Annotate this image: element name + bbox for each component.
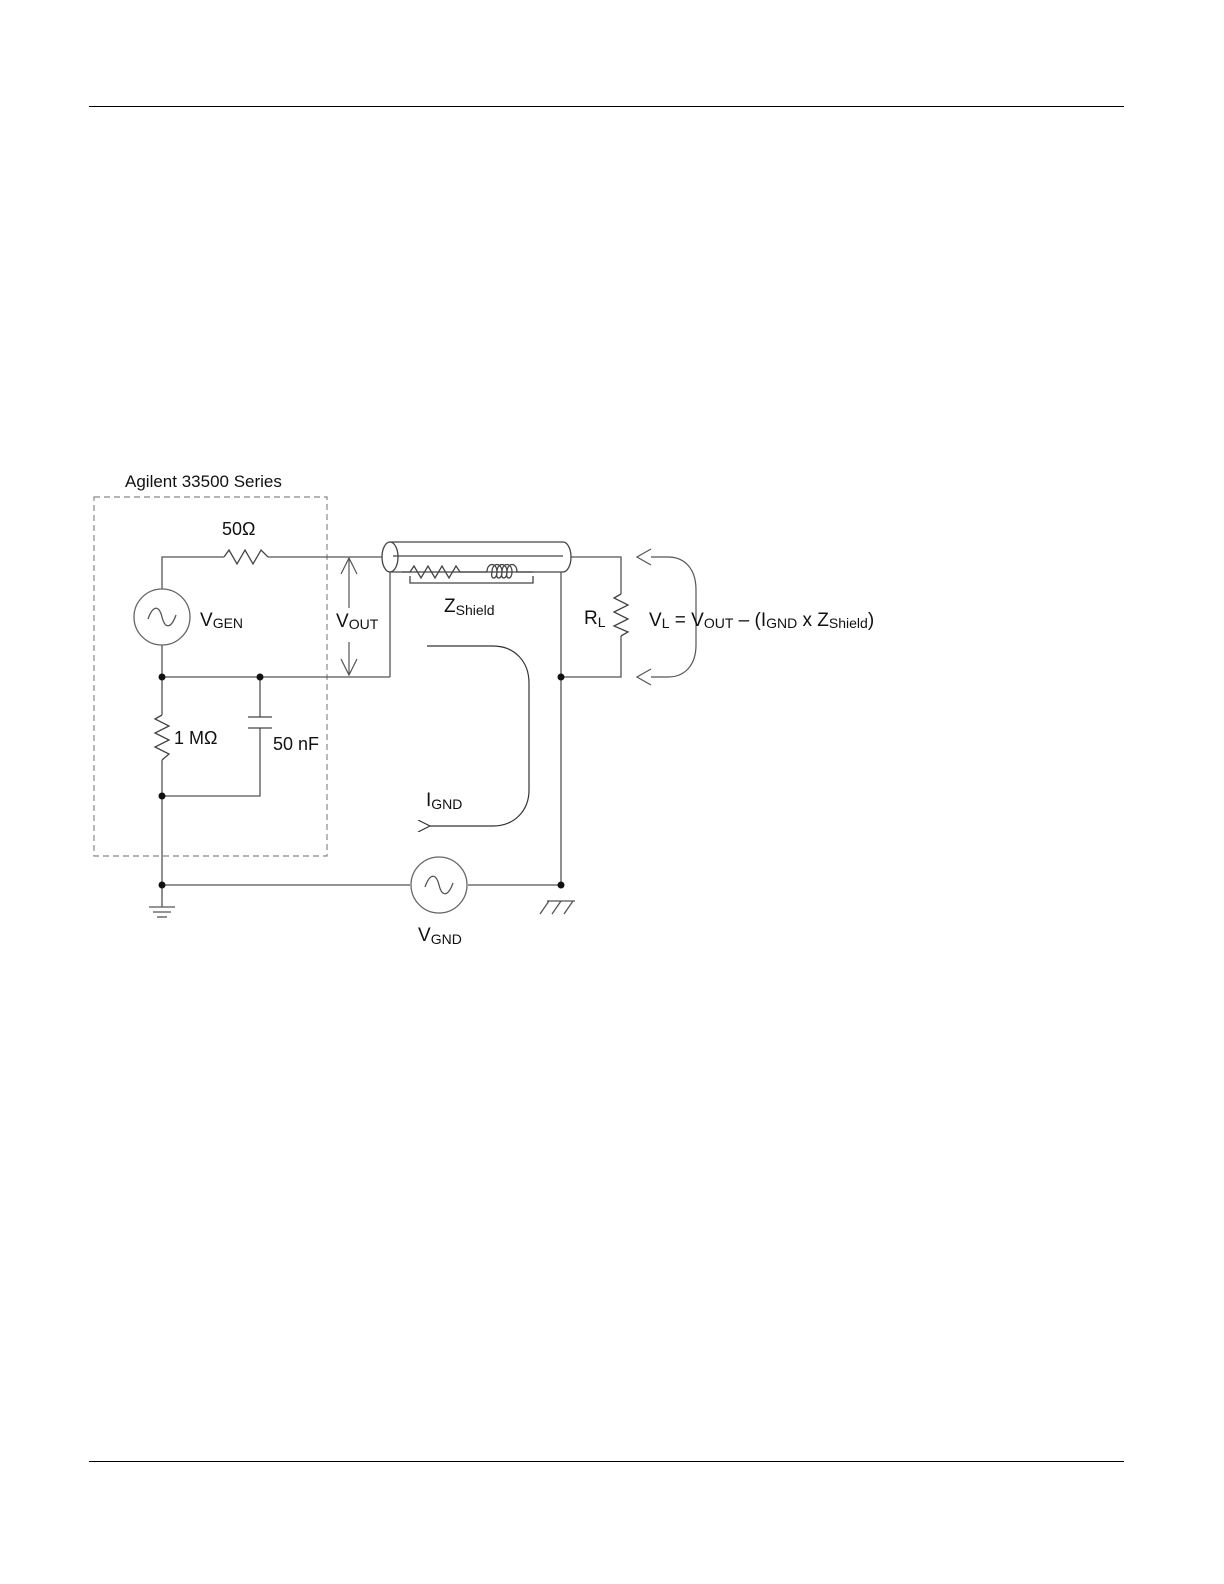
- circuit-wires: [162, 557, 621, 907]
- capacitor-label: 50 nF: [273, 734, 319, 754]
- source-resistor-symbol: [224, 550, 268, 564]
- ground-potential-label: VGND: [418, 925, 462, 947]
- shield-impedance-label: ZShield: [444, 596, 495, 618]
- load-voltage-arrow-bottom: [637, 669, 651, 685]
- source-resistor-label: 50Ω: [222, 519, 255, 539]
- vout-label: VOUT: [336, 611, 379, 632]
- ground-resistor-label: 1 MΩ: [174, 728, 217, 748]
- load-resistor-symbol: [614, 594, 628, 636]
- earth-ground-icon: [149, 907, 175, 917]
- junction-dots: [159, 674, 565, 889]
- load-resistor-label: RL: [584, 608, 606, 630]
- coaxial-cable-symbol: [382, 542, 571, 572]
- load-voltage-equation: VL = VOUT – (IGND x ZShield): [649, 610, 874, 631]
- ground-current-label: IGND: [426, 790, 462, 812]
- instrument-title: Agilent 33500 Series: [125, 472, 282, 491]
- load-voltage-arrow-top: [637, 549, 651, 565]
- chassis-ground-icon: [540, 901, 575, 914]
- generator-label: VGEN: [200, 610, 243, 631]
- ground-resistor-symbol: [155, 715, 169, 760]
